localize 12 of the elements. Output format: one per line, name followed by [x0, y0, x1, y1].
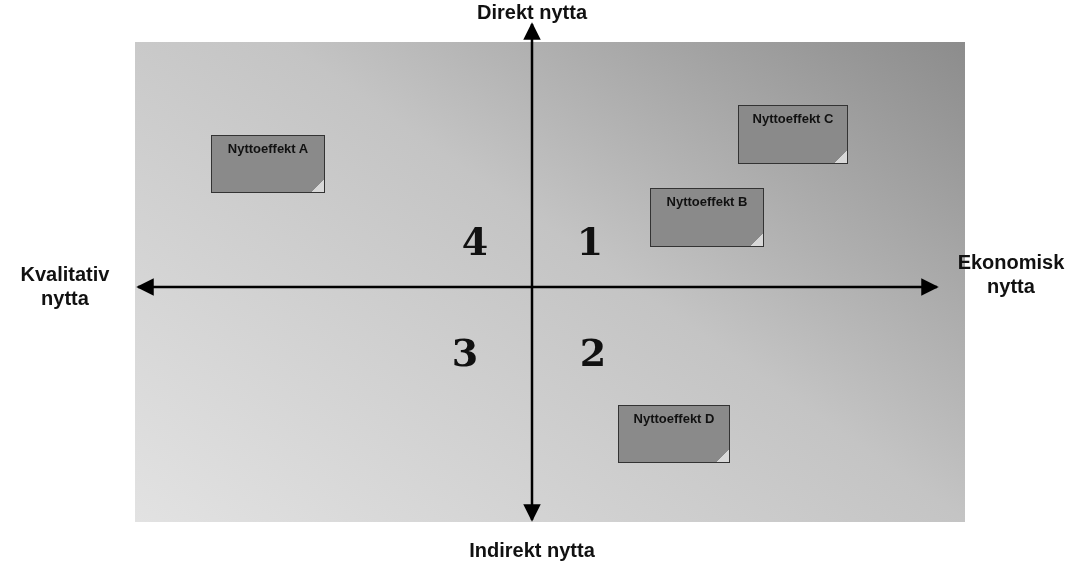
axis-label: Direkt nytta: [476, 0, 589, 24]
quadrant-number: 3: [450, 333, 480, 373]
quadrant-number: 2: [578, 333, 608, 373]
sticky-note: Nyttoeffekt A: [211, 135, 325, 193]
sticky-note: Nyttoeffekt B: [650, 188, 764, 247]
sticky-note: Nyttoeffekt D: [618, 405, 730, 463]
quadrant-number: 4: [460, 222, 490, 262]
quadrant-number: 1: [575, 222, 605, 262]
axis-label: Indirekt nytta: [468, 538, 596, 562]
sticky-note: Nyttoeffekt C: [738, 105, 848, 164]
axis-label: Kvalitativ nytta: [19, 262, 111, 310]
axis-label: Ekonomisk nytta: [956, 250, 1066, 298]
